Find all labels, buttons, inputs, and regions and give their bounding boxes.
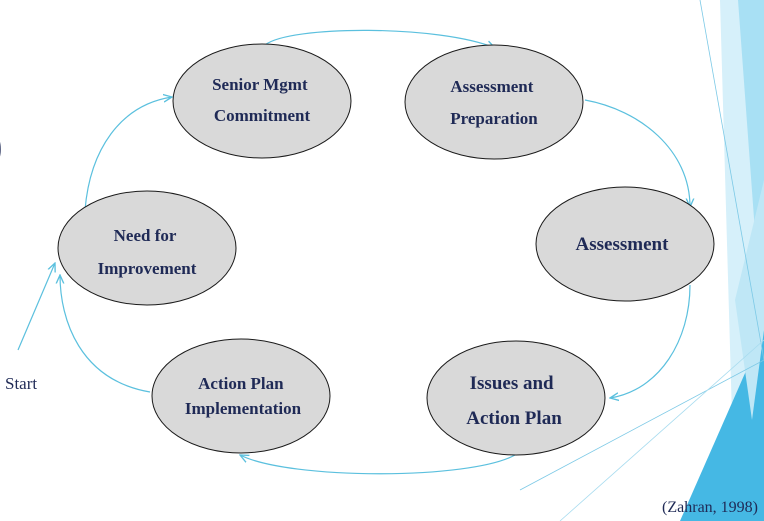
cycle-arrows: [17, 29, 691, 475]
node-label-line: Assessment: [450, 77, 533, 96]
arrow-prep-to-assessment: [584, 99, 690, 207]
node-assessment-preparation: Assessment Preparation: [404, 44, 584, 160]
left-edge-glyph: ): [0, 121, 3, 170]
node-issues-and-action-plan: Issues and Action Plan: [426, 340, 606, 456]
node-label-line: Issues and: [470, 373, 554, 394]
start-label: Start: [5, 374, 37, 393]
node-label-line: Need for: [114, 226, 177, 245]
accent-shape-dark: [680, 330, 764, 521]
arrow-start-to-need: [17, 263, 55, 351]
node-action-plan-implementation: Action Plan Implementation: [151, 338, 331, 454]
citation: (Zahran, 1998): [662, 499, 758, 516]
arrow-issues-to-implementation: [240, 455, 516, 475]
accent-line-3: [559, 339, 764, 521]
accent-line-1: [699, 0, 764, 361]
node-label-line: Action Plan: [466, 408, 562, 429]
svg-text:Assessment: Assessment: [576, 234, 670, 255]
node-need-for-improvement: Need for Improvement: [57, 190, 237, 306]
svg-text:Assessment Preparation: Assessment Preparation: [450, 77, 538, 128]
svg-text:Need for Improvement: Need for Improvement: [98, 226, 197, 278]
node-label-line: Commitment: [214, 106, 311, 125]
arrow-implementation-to-need: [60, 275, 151, 393]
node-label-line: Implementation: [185, 399, 302, 418]
accent-shape-soft: [735, 180, 764, 420]
svg-text:Issues and Action Plan: Issues and Action Plan: [466, 373, 562, 429]
node-label-line: Senior Mgmt: [212, 75, 308, 94]
node-label-line: Preparation: [450, 109, 538, 128]
node-label-line: Assessment: [576, 234, 670, 255]
arrow-senior-to-prep: [264, 29, 495, 48]
arrow-need-to-senior: [84, 97, 172, 211]
node-label-line: Action Plan: [198, 374, 284, 393]
svg-text:Action Plan Implementati: Action Plan Implementation: [185, 374, 302, 418]
slide-accent-decoration: [519, 0, 764, 521]
arrow-assessment-to-issues: [610, 284, 691, 398]
node-assessment: Assessment: [535, 186, 715, 302]
accent-line-2: [519, 359, 764, 491]
node-label-line: Improvement: [98, 259, 197, 278]
node-senior-mgmt-commitment: Senior Mgmt Commitment: [172, 43, 352, 159]
svg-text:Senior Mgmt Commitment: Senior Mgmt Commitment: [212, 75, 312, 125]
